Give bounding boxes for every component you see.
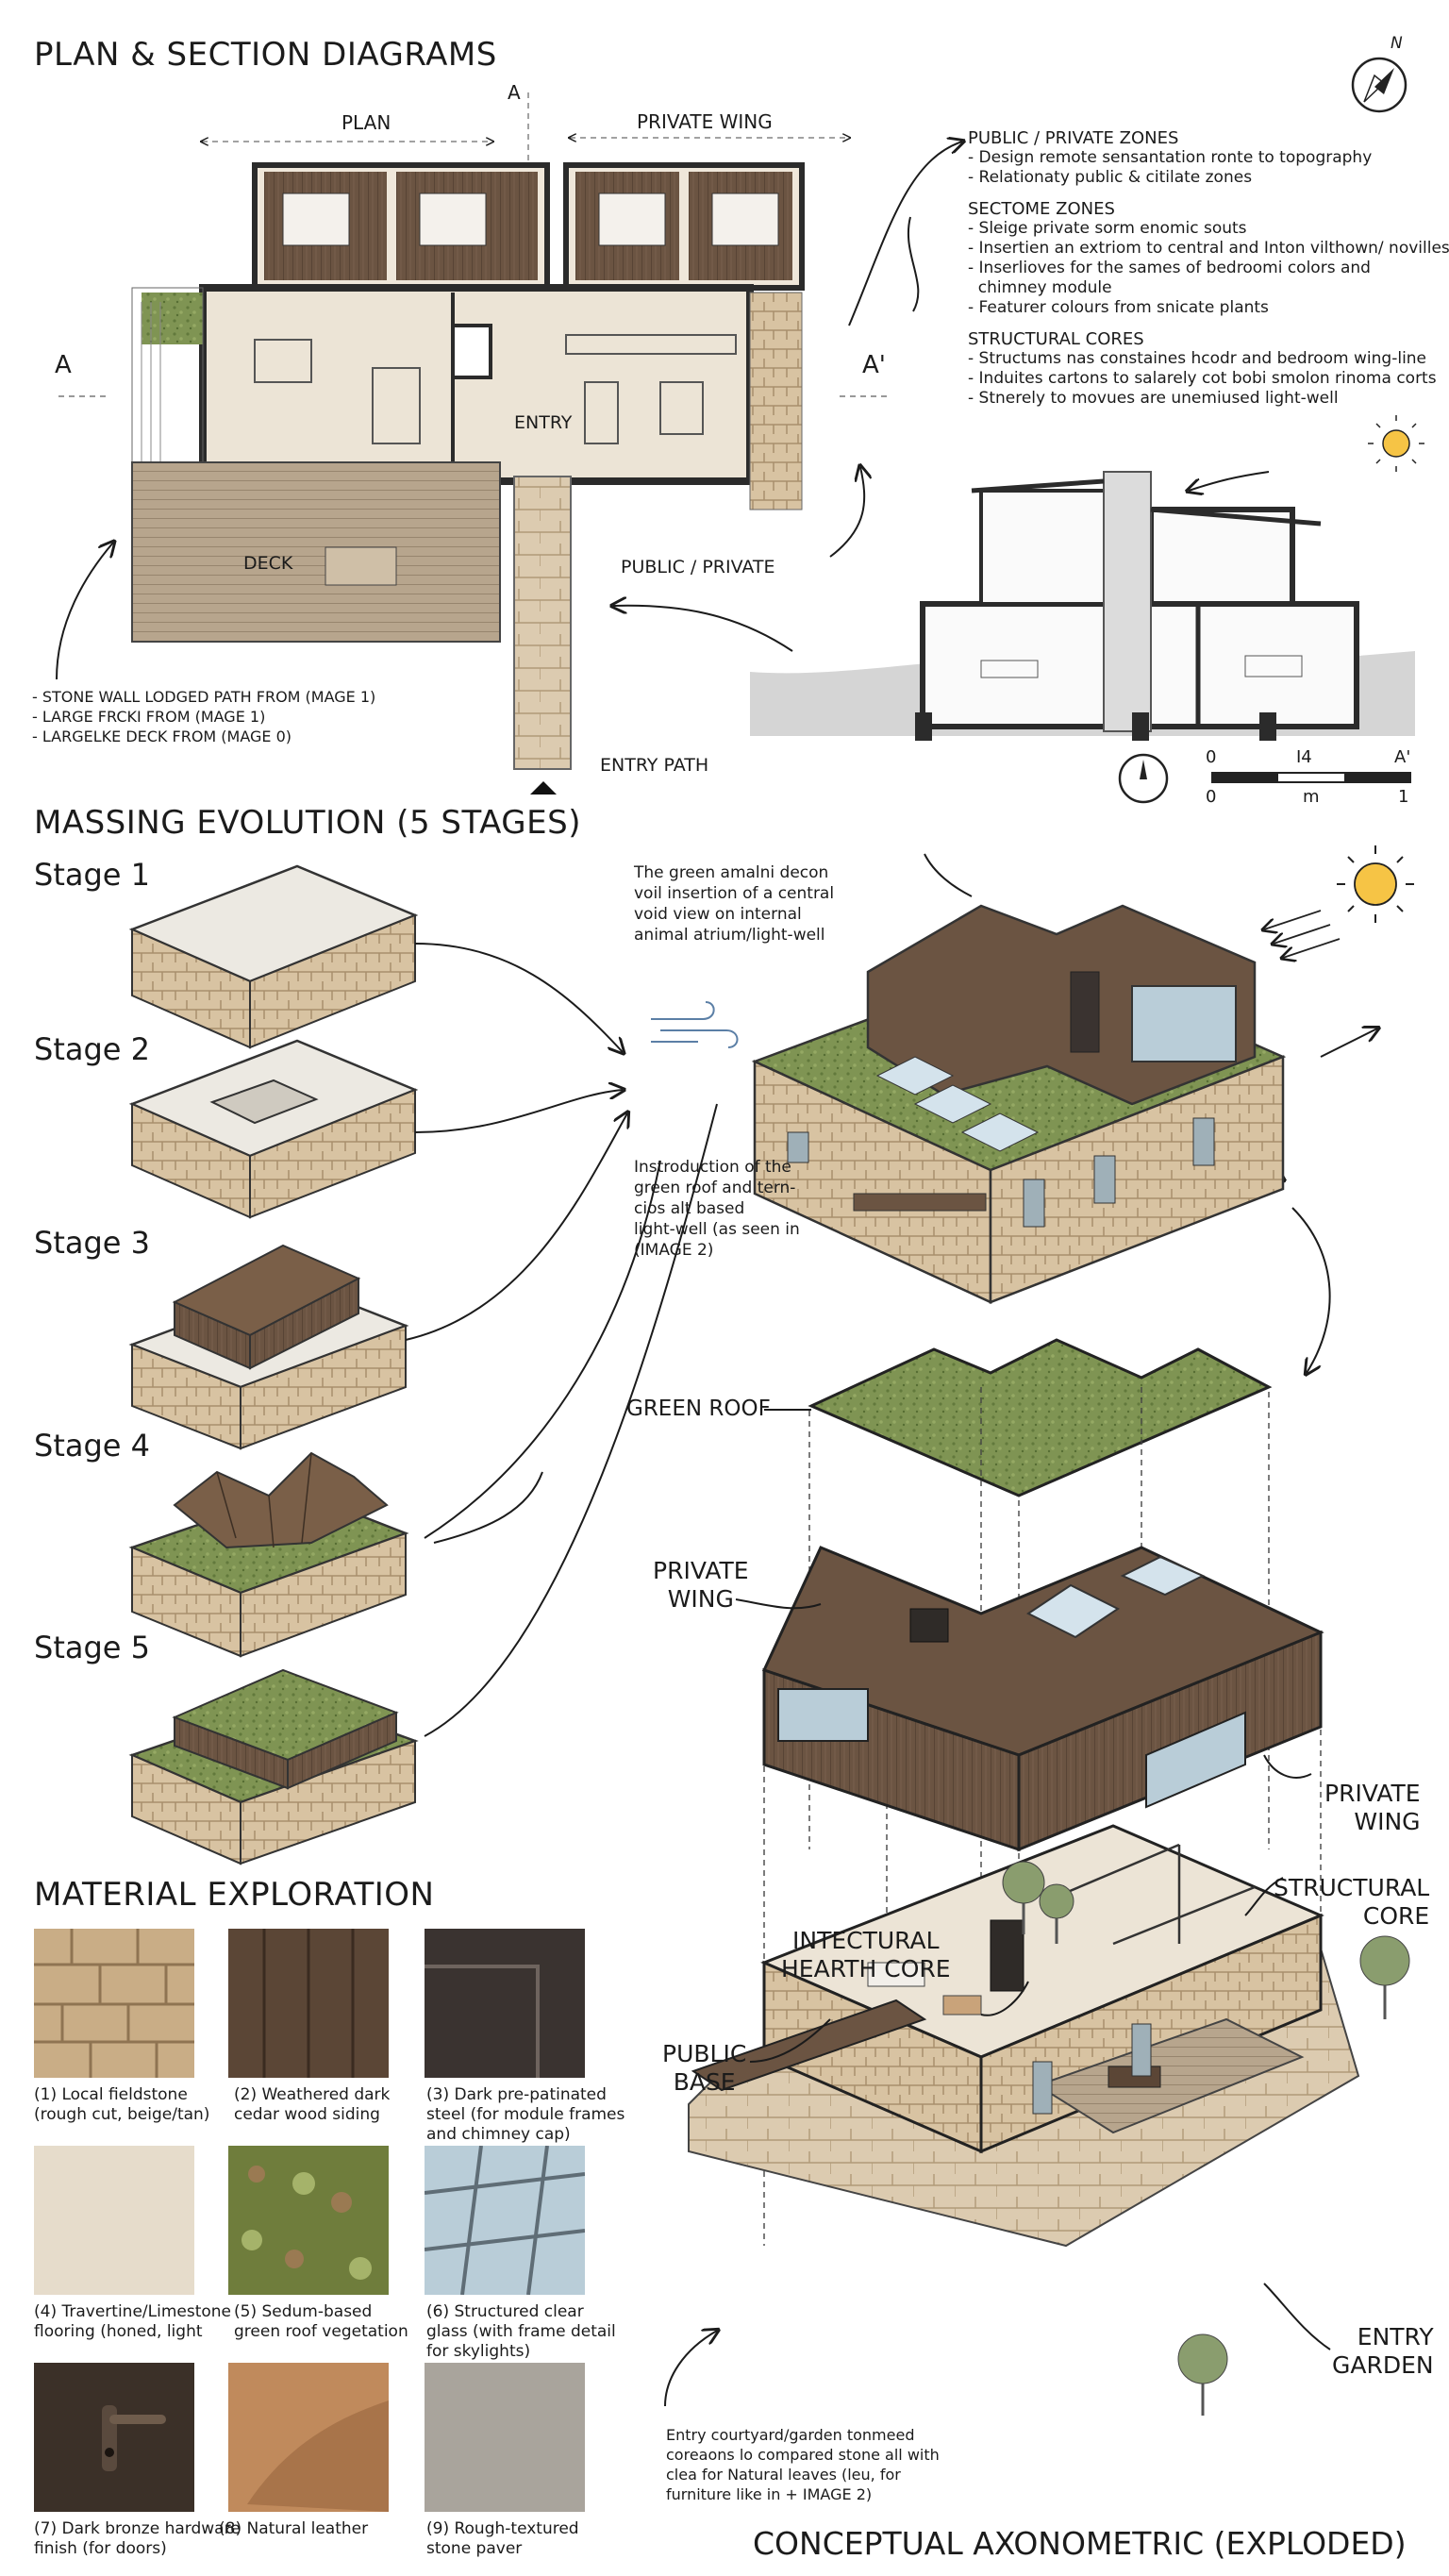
wind-icon <box>651 1001 739 1048</box>
stage-label: Stage 3 <box>34 1225 150 1261</box>
plan-label: PLAN <box>341 111 391 134</box>
leather-texture <box>247 2400 389 2512</box>
zone-line: - Structums nas constaines hcodr and bed… <box>968 349 1427 368</box>
green-roof-label: GREEN ROOF <box>626 1397 771 1421</box>
public-base-label: PUBLIC BASE <box>662 2040 747 2096</box>
green-roof-layer <box>808 1338 1273 1497</box>
material-caption: (2) Weathered dark cedar wood siding <box>234 2085 391 2124</box>
private-wing-layer <box>761 1546 1324 1852</box>
stage-3-block <box>128 1244 409 1450</box>
plan-drawing <box>58 162 887 795</box>
section-marker-right: A' <box>862 351 886 379</box>
section-drawing <box>750 471 1415 741</box>
compass-letter: N <box>1391 34 1403 53</box>
scale-bar <box>1118 753 1411 804</box>
material-swatch-bronze <box>34 2363 194 2512</box>
material-swatch-glass <box>425 2146 585 2295</box>
material-caption: (3) Dark pre-patinated steel (for module… <box>426 2085 625 2144</box>
zone-line: - Inserlioves for the sames of bedroomi … <box>968 259 1371 277</box>
plan-notes: - STONE WALL LODGED PATH FROM (MAGE 1) -… <box>32 687 375 746</box>
material-swatch-paver <box>425 2363 585 2512</box>
materials-title: MATERIAL EXPLORATION <box>34 1876 435 1914</box>
material-swatch-cedar <box>228 1929 389 2078</box>
material-swatch-travertine <box>34 2146 194 2295</box>
zone-heading: STRUCTURAL CORES <box>968 329 1144 349</box>
zone-line: - Featurer colours from snicate plants <box>968 298 1269 317</box>
plan-note: - STONE WALL LODGED PATH FROM (MAGE 1) <box>32 688 376 706</box>
stage-label: Stage 2 <box>34 1031 150 1067</box>
zone-line: - Sleige private sorm enomic souts <box>968 219 1247 238</box>
scale-label: 0 <box>1206 787 1217 807</box>
axonometric-building <box>751 904 1287 1304</box>
material-caption: (6) Structured clear glass (with frame d… <box>426 2302 616 2361</box>
compass-icon <box>1351 57 1407 113</box>
massing-title: MASSING EVOLUTION (5 STAGES) <box>34 804 581 842</box>
material-caption: (4) Travertine/Limestone flooring (honed… <box>34 2302 232 2341</box>
room-deck-label: DECK <box>243 553 293 574</box>
zone-notes: PUBLIC / PRIVATE ZONES - Design remote s… <box>968 128 1449 409</box>
plan-section-title: PLAN & SECTION DIAGRAMS <box>34 36 497 74</box>
public-base-layer <box>688 1824 1360 2248</box>
private-wing-label: PRIVATE WING <box>637 110 773 133</box>
scale-label: I4 <box>1296 747 1312 767</box>
door-handle-icon <box>102 2405 166 2471</box>
room-entry-label: ENTRY <box>514 412 573 433</box>
stage-2-block <box>128 1039 419 1219</box>
private-wing-label-right: PRIVATE WING <box>1324 1780 1421 1835</box>
material-caption: (8) Natural leather <box>219 2519 369 2538</box>
material-swatch-fieldstone <box>34 1929 194 2078</box>
structural-core-label: STRUCTURAL CORE <box>1274 1874 1430 1930</box>
material-swatch-sedum <box>228 2146 389 2295</box>
tree-icon <box>1002 1861 1410 2416</box>
sun-icon-2 <box>1337 845 1414 923</box>
stage-label: Stage 1 <box>34 857 150 893</box>
steel-texture <box>425 1965 540 2078</box>
material-caption: (9) Rough-textured stone paver <box>426 2519 579 2558</box>
scale-label: 1 <box>1398 787 1409 807</box>
material-caption: (7) Dark bronze hardware finish (for doo… <box>34 2519 241 2558</box>
entry-path-label: ENTRY PATH <box>600 755 709 776</box>
zone-line: - Relationaty public & citilate zones <box>968 168 1253 187</box>
private-wing-label-left: PRIVATE WING <box>653 1557 749 1613</box>
glass-texture <box>425 2146 585 2295</box>
cedar-texture <box>262 1929 355 2078</box>
zone-line: chimney module <box>968 278 1112 297</box>
hearth-core-label: INTECTURAL HEARTH CORE <box>781 1927 951 1982</box>
plan-note: - LARGELKE DECK FROM (MAGE 0) <box>32 728 292 745</box>
material-swatch-steel <box>425 1929 585 2078</box>
exploded-note-bottom: Entry courtyard/garden tonmeed coreaons … <box>666 2426 940 2503</box>
stage-4-block <box>128 1451 409 1658</box>
material-swatch-leather <box>228 2363 389 2512</box>
public-private-label: PUBLIC / PRIVATE <box>621 557 775 577</box>
zone-heading: SECTOME ZONES <box>968 199 1115 219</box>
stage-label: Stage 4 <box>34 1428 150 1464</box>
scale-label: m <box>1303 787 1320 807</box>
zone-line: - Stnerely to movues are unemiused light… <box>968 389 1339 408</box>
stage-1-block <box>128 864 419 1049</box>
section-marker-left: A <box>55 351 72 379</box>
section-marker-top: A <box>508 81 521 104</box>
scale-label: A' <box>1394 747 1411 767</box>
scale-label: 0 <box>1206 747 1217 767</box>
massing-note-top: The green amalni decon voil insertion of… <box>634 863 835 945</box>
zone-line: - Design remote sensantation ronte to to… <box>968 148 1373 167</box>
exploded-title: CONCEPTUAL AXONOMETRIC (EXPLODED) <box>753 2525 1407 2562</box>
stage-5-block <box>128 1668 419 1865</box>
zone-line: - Insertien an extriom to central and In… <box>968 239 1449 258</box>
material-caption: (1) Local fieldstone (rough cut, beige/t… <box>34 2085 210 2124</box>
zone-line: - Induites cartons to salarely cot bobi … <box>968 369 1437 388</box>
sedum-texture <box>242 2166 372 2280</box>
stage-label: Stage 5 <box>34 1630 150 1665</box>
fieldstone-texture <box>34 1929 194 2078</box>
massing-note-mid: Instroduction of the green roof and tern… <box>634 1158 800 1260</box>
sun-icon <box>1368 415 1424 472</box>
material-caption: (5) Sedum-based green roof vegetation <box>234 2302 408 2341</box>
plan-note: - LARGE FRCKI FROM (MAGE 1) <box>32 708 266 726</box>
zone-heading: PUBLIC / PRIVATE ZONES <box>968 128 1179 148</box>
entry-garden-label: ENTRY GARDEN <box>1332 2323 1434 2379</box>
